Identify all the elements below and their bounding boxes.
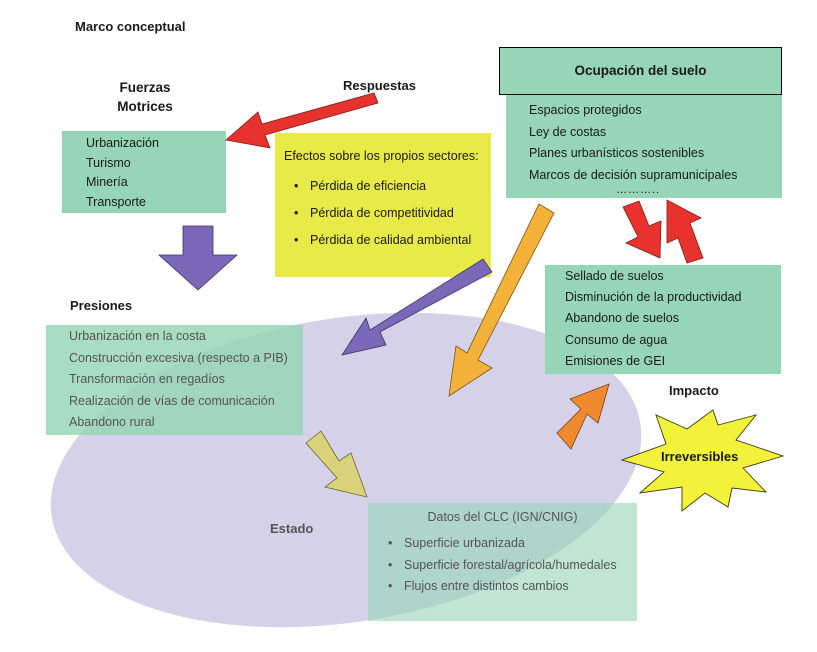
respuestas-item: Pérdida de eficiencia (294, 173, 491, 200)
impactos-item: Sellado de suelos (565, 269, 664, 283)
irreversibles-star (620, 409, 785, 512)
fuerzas-heading-line-2: Motrices (117, 99, 173, 114)
ocupacion-item: Planes urbanísticos sostenibles (529, 146, 705, 160)
fuerzas-heading: Fuerzas Motrices (85, 78, 205, 116)
estado-source: Datos del CLC (IGN/CNIG) (427, 510, 578, 524)
arrow-respuestas-to-estado (341, 258, 493, 356)
presiones-item: Construcción excesiva (respecto a PIB) (69, 350, 288, 365)
arrow-respuestas-to-fuerzas (225, 92, 379, 149)
irreversibles-label: Irreversibles (661, 449, 739, 464)
estado-heading: Estado (270, 521, 314, 536)
ocupacion-item: Marcos de decisión supramunicipales (529, 167, 738, 182)
presiones-item: Urbanización en la costa (69, 329, 206, 343)
ocupacion-box: Espacios protegidos Ley de costas Planes… (506, 94, 782, 198)
respuestas-intro: Efectos sobre los propios sectores: (284, 149, 479, 163)
ocupacion-item: Ley de costas (529, 124, 607, 139)
fuerzas-box: Urbanización Turismo Minería Transporte (62, 131, 226, 213)
fuerzas-item: Transporte (86, 194, 146, 209)
ocupacion-ellipsis: ……….. (616, 184, 661, 196)
impactos-box: Sellado de suelos Disminución de la prod… (545, 265, 781, 374)
arrow-estado-to-impacto (556, 383, 610, 450)
arrow-impactos-to-ocupacion (666, 199, 704, 264)
estado-item: Superficie forestal/agrícola/humedales (388, 555, 637, 577)
impactos-item: Emisiones de GEI (565, 353, 666, 368)
ocupacion-heading: Ocupación del suelo (499, 47, 782, 95)
arrow-ocupacion-to-estado (448, 203, 555, 397)
presiones-item: Abandono rural (69, 415, 155, 429)
respuestas-item: Pérdida de competitividad (294, 200, 491, 227)
respuestas-item: Pérdida de calidad ambiental (294, 227, 491, 254)
estado-box: Datos del CLC (IGN/CNIG) Superficie urba… (368, 503, 637, 621)
fuerzas-heading-line-1: Fuerzas (119, 80, 171, 95)
ocupacion-item: Espacios protegidos (529, 103, 642, 117)
presiones-item: Transformación en regadíos (69, 372, 225, 386)
impactos-item: Consumo de agua (565, 332, 668, 347)
arrow-fuerzas-to-presiones (157, 225, 239, 291)
fuerzas-item: Urbanización (86, 136, 159, 150)
respuestas-heading: Respuestas (343, 78, 416, 93)
fuerzas-item: Turismo (86, 155, 131, 170)
presiones-heading: Presiones (70, 298, 133, 313)
respuestas-box: Efectos sobre los propios sectores: Pérd… (275, 133, 491, 277)
page-title: Marco conceptual (75, 19, 186, 34)
impactos-item: Abandono de suelos (565, 311, 679, 326)
presiones-item: Realización de vías de comunicación (69, 393, 275, 408)
arrow-ocupacion-to-impactos (622, 200, 662, 259)
arrow-presiones-to-estado (305, 430, 368, 498)
presiones-box: Urbanización en la costa Construcción ex… (46, 325, 303, 435)
estado-item: Flujos entre distintos cambios (388, 576, 637, 598)
fuerzas-item: Minería (86, 175, 128, 189)
estado-item: Superficie urbanizada (388, 533, 637, 555)
impacto-label: Impacto (669, 383, 719, 398)
impactos-item: Disminución de la productividad (565, 290, 742, 305)
